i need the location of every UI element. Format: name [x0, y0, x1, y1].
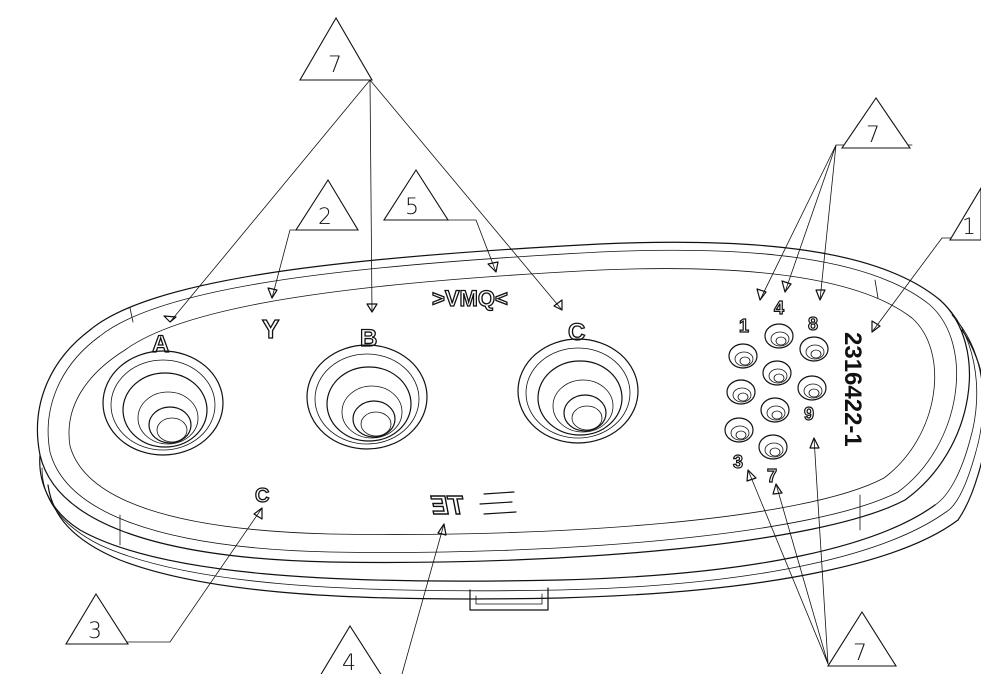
pin-cavities: [724, 323, 829, 460]
pin-cavity-7: [758, 434, 788, 460]
pin-cavity-3: [724, 417, 754, 443]
callout-part-number: 1: [949, 186, 981, 241]
svg-text:2: 2: [318, 205, 332, 230]
cavity-b: [306, 344, 428, 450]
svg-text:7: 7: [866, 123, 880, 148]
mark-y: Y: [262, 314, 279, 344]
te-logo: TE: [430, 489, 465, 520]
pin-cavity-9: [797, 375, 827, 401]
callout-bottom-right: 7: [827, 610, 897, 667]
callout-bottom-center: 4: [320, 624, 382, 674]
pin-label-1: 1: [739, 316, 749, 336]
cavity-label-c: C: [568, 319, 585, 346]
cavity-a: [102, 350, 224, 456]
callout-label-y: 2: [294, 178, 359, 231]
mark-c-small: C: [255, 485, 269, 507]
housing: [36, 241, 981, 611]
cavity-label-b: B: [360, 325, 377, 352]
pin-label-7: 7: [767, 466, 777, 486]
svg-text:1: 1: [962, 215, 976, 240]
pin-label-4: 4: [774, 298, 784, 318]
cavity-c: [517, 338, 639, 444]
callout-label-vmq: 5: [382, 168, 450, 221]
mark-vmq: >VMQ<: [432, 286, 508, 311]
pin-cavity-6: [760, 397, 790, 423]
cavity-label-a: A: [152, 331, 169, 358]
logo-stripes: [479, 491, 517, 515]
pin-cavity-8: [799, 336, 829, 362]
callout-top-center: 7: [299, 16, 373, 81]
pin-cavity-1: [728, 343, 758, 369]
svg-text:2316422-1: 2316422-1: [839, 332, 866, 447]
pin-label-9: 9: [804, 404, 814, 424]
pin-label-3: 3: [733, 452, 743, 472]
svg-text:7: 7: [328, 53, 342, 78]
pin-cavity-2: [726, 379, 756, 405]
svg-text:7: 7: [853, 641, 867, 666]
callout-top-right: 7: [840, 97, 912, 149]
svg-text:TE: TE: [431, 490, 465, 520]
pin-cavity-5: [762, 360, 792, 386]
callout-bottom-left: 3: [65, 592, 130, 645]
part-number-marking: 2316422-1: [839, 332, 866, 447]
svg-text:5: 5: [405, 195, 419, 220]
svg-text:3: 3: [88, 619, 102, 644]
svg-text:4: 4: [342, 651, 356, 674]
pin-cavity-4: [764, 323, 794, 349]
pin-label-8: 8: [808, 314, 818, 334]
